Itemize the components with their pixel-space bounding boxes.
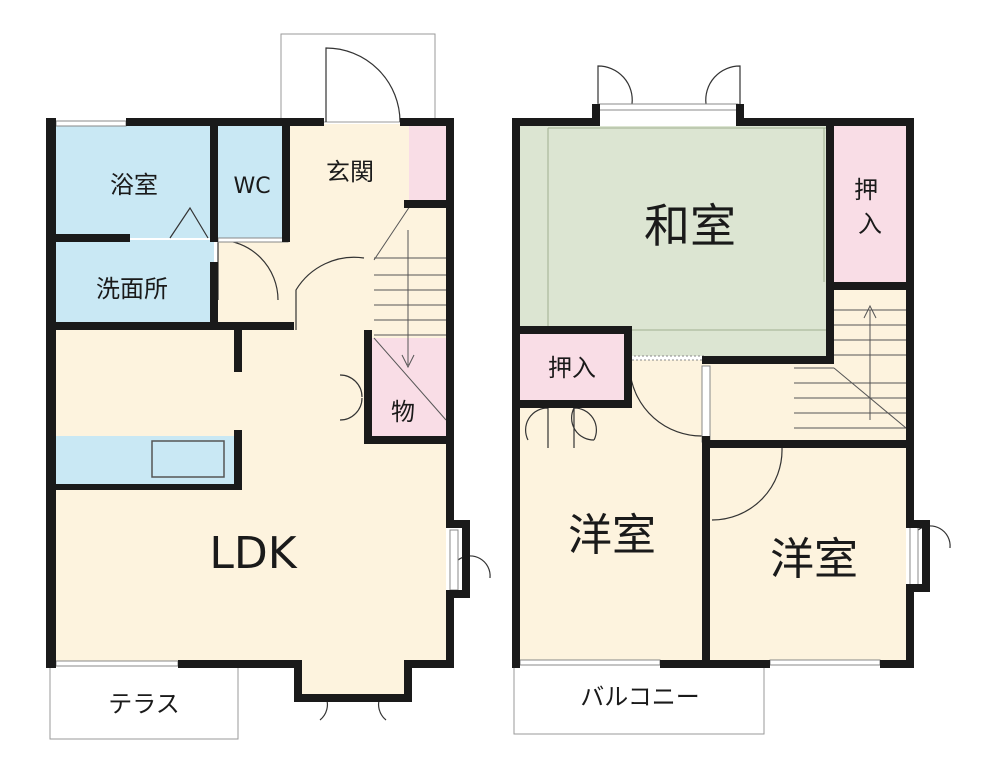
bay-floor bbox=[300, 664, 406, 694]
shoe-closet bbox=[409, 124, 446, 206]
walls-first-floor bbox=[46, 118, 470, 702]
closet-left-floor bbox=[520, 334, 624, 400]
stairs-first-floor bbox=[373, 205, 447, 421]
second-floor: 和室 押 入 押入 洋室 洋室 バルコニー bbox=[512, 65, 951, 735]
sink bbox=[151, 440, 225, 478]
japanese-room-floor bbox=[520, 126, 828, 358]
closet-upper-right-char-1: 押 bbox=[854, 176, 878, 204]
closet-upper-right-char-2: 入 bbox=[858, 210, 882, 238]
storage-floor bbox=[372, 338, 446, 438]
label-bath: 浴室 bbox=[110, 171, 158, 199]
wc-floor bbox=[218, 124, 286, 238]
walls-second-floor bbox=[512, 104, 930, 668]
label-closet-left: 押入 bbox=[548, 354, 596, 382]
washroom-floor bbox=[54, 240, 214, 324]
balcony-outline bbox=[513, 663, 765, 735]
label-terrace: テラス bbox=[108, 690, 180, 718]
label-wc: WC bbox=[233, 174, 270, 199]
label-balcony: バルコニー bbox=[580, 683, 700, 711]
stairs-second-floor bbox=[794, 304, 907, 429]
label-ldk: LDK bbox=[209, 528, 297, 579]
closet-upper-floor bbox=[834, 126, 906, 282]
label-washroom: 洗面所 bbox=[96, 275, 168, 303]
western-room-1-floor bbox=[520, 400, 702, 662]
label-entrance: 玄関 bbox=[326, 158, 374, 186]
entrance-floor bbox=[289, 124, 409, 208]
label-closet-upper-right: 押 入 bbox=[854, 176, 886, 238]
porch-outline bbox=[280, 33, 436, 123]
label-western-room-2: 洋室 bbox=[770, 534, 858, 585]
western-room-2-floor bbox=[710, 444, 906, 662]
label-western-room-1: 洋室 bbox=[568, 510, 656, 561]
label-storage: 物 bbox=[391, 398, 415, 426]
doors-second-floor bbox=[525, 65, 951, 549]
terrace-outline bbox=[49, 664, 239, 740]
first-floor: 浴室 WC 玄関 洗面所 物 LDK テラス bbox=[46, 33, 491, 740]
bath-floor bbox=[54, 124, 214, 238]
label-japanese-room: 和室 bbox=[644, 199, 736, 253]
tatami-lines bbox=[547, 127, 828, 331]
